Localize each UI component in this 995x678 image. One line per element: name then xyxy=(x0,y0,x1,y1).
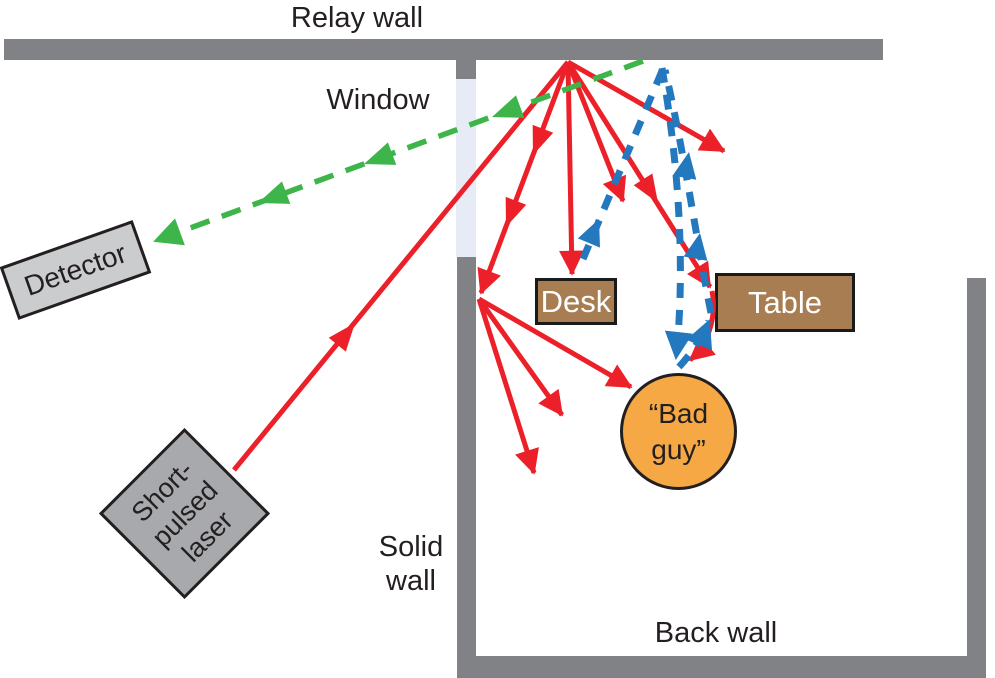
wall-scatter-to-bad-guy-arrow xyxy=(477,296,633,390)
back-wall xyxy=(457,656,986,678)
bad-guy-label-line1: “Bad xyxy=(648,397,709,429)
desk-return-to-wall-arrow xyxy=(577,69,666,261)
window-label: Window xyxy=(326,84,430,116)
relay-scatter-to-desk-arrow xyxy=(559,61,585,276)
table-label: Table xyxy=(747,284,823,320)
wall-scatter-midair-arrow xyxy=(476,297,565,417)
desk-label: Desk xyxy=(540,283,612,319)
laser-beam-arrow xyxy=(232,60,570,472)
relay-scatter-to-solid-wall-arrow xyxy=(477,61,571,295)
solid-wall-label-line2: wall xyxy=(386,565,436,597)
right-wall xyxy=(967,278,986,678)
desk-box: Desk xyxy=(535,278,617,325)
solid-wall-label: Solid wall xyxy=(341,530,481,598)
relay-wall-label: Relay wall xyxy=(290,2,424,34)
wall-to-detector-arrow xyxy=(153,58,644,246)
solid-wall xyxy=(457,257,476,678)
bad-guy-label-line2: guy” xyxy=(651,433,706,465)
wall-to-bad-guy-return-arrow xyxy=(658,67,693,360)
wall-scatter-down-arrow xyxy=(476,298,539,475)
window-top-stub-wall xyxy=(456,60,476,79)
back-wall-label: Back wall xyxy=(654,617,778,649)
bad-guy-to-table-return-arrow xyxy=(676,319,713,370)
table-box: Table xyxy=(715,273,855,332)
relay-wall xyxy=(4,39,883,60)
solid-wall-label-line1: Solid xyxy=(378,531,444,563)
bad-guy-circle: “Bad guy” xyxy=(620,373,737,490)
relay-scatter-to-table-arrow xyxy=(565,60,713,289)
bad-guy-return-to-wall-arrow xyxy=(661,69,715,314)
